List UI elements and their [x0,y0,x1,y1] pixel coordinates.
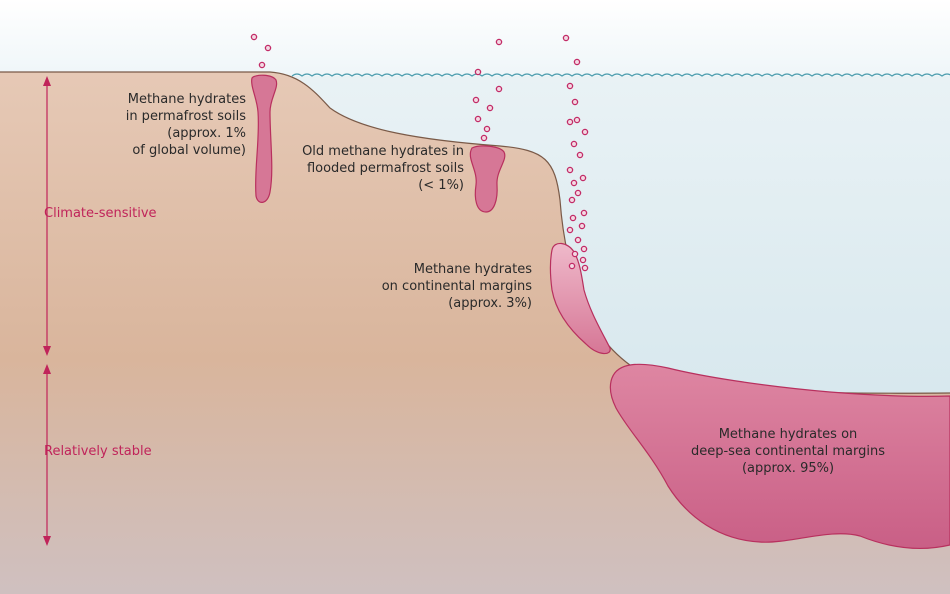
flooded-permafrost-hydrates-label: Old methane hydrates in flooded permafro… [302,143,464,194]
methane-bubble [258,61,266,69]
methane-bubble [580,245,588,253]
methane-bubble [571,98,579,106]
methane-bubble [250,33,258,41]
methane-bubbles [250,33,589,272]
methane-bubble [579,256,587,264]
methane-bubble [569,214,577,222]
methane-bubble [566,226,574,234]
climate-sensitive-label: Climate-sensitive [44,206,157,221]
methane-bubble [570,140,578,148]
methane-bubble [264,44,272,52]
methane-bubble [581,128,589,136]
methane-bubble [576,151,584,159]
permafrost-hydrate-deposit [251,74,278,203]
methane-bubble [580,209,588,217]
water-surface-waves [291,73,950,77]
label-line: Old methane hydrates in [302,144,464,159]
methane-bubble [562,34,570,42]
sky [0,0,950,80]
methane-bubble [474,115,482,123]
label-line: deep-sea continental margins [690,444,886,459]
methane-bubble [566,118,574,126]
label-line: (approx. 3%) [448,296,532,311]
methane-bubble [495,85,503,93]
methane-bubble [566,166,574,174]
deep-sea-hydrate-deposit [609,363,950,550]
label-line: Methane hydrates [413,262,532,277]
relatively-stable-label: Relatively stable [44,444,152,459]
label-line: flooded permafrost soils [306,161,464,176]
label-line: in permafrost soils [125,109,246,124]
methane-bubble [474,68,482,76]
deep-sea-hydrates-label: Methane hydrates on deep-sea continental… [668,426,908,477]
methane-bubble [573,116,581,124]
label-line: Methane hydrates on [718,427,858,442]
methane-bubble [581,264,589,272]
methane-bubble [566,82,574,90]
methane-bubble [574,236,582,244]
methane-bubble [578,222,586,230]
methane-bubble [480,134,488,142]
label-line: (approx. 1% [167,126,246,141]
label-line: (< 1%) [418,178,464,193]
methane-bubble [571,250,579,258]
methane-bubble [570,179,578,187]
methane-bubble [483,125,491,133]
methane-bubble [574,189,582,197]
methane-bubble [472,96,480,104]
methane-bubble [568,196,576,204]
label-line: Methane hydrates [127,92,246,107]
depth-axis [43,76,51,546]
methane-bubble [568,262,576,270]
methane-bubble [579,174,587,182]
flooded-permafrost-hydrate-deposit [469,145,506,213]
methane-bubble [486,104,494,112]
label-line: (approx. 95%) [741,461,835,476]
label-line: on continental margins [381,279,532,294]
permafrost-hydrates-label: Methane hydrates in permafrost soils (ap… [126,91,246,159]
methane-bubble [495,38,503,46]
label-line: of global volume) [132,143,246,158]
methane-bubble [573,58,581,66]
continental-margin-hydrates-label: Methane hydrates on continental margins … [382,261,532,312]
